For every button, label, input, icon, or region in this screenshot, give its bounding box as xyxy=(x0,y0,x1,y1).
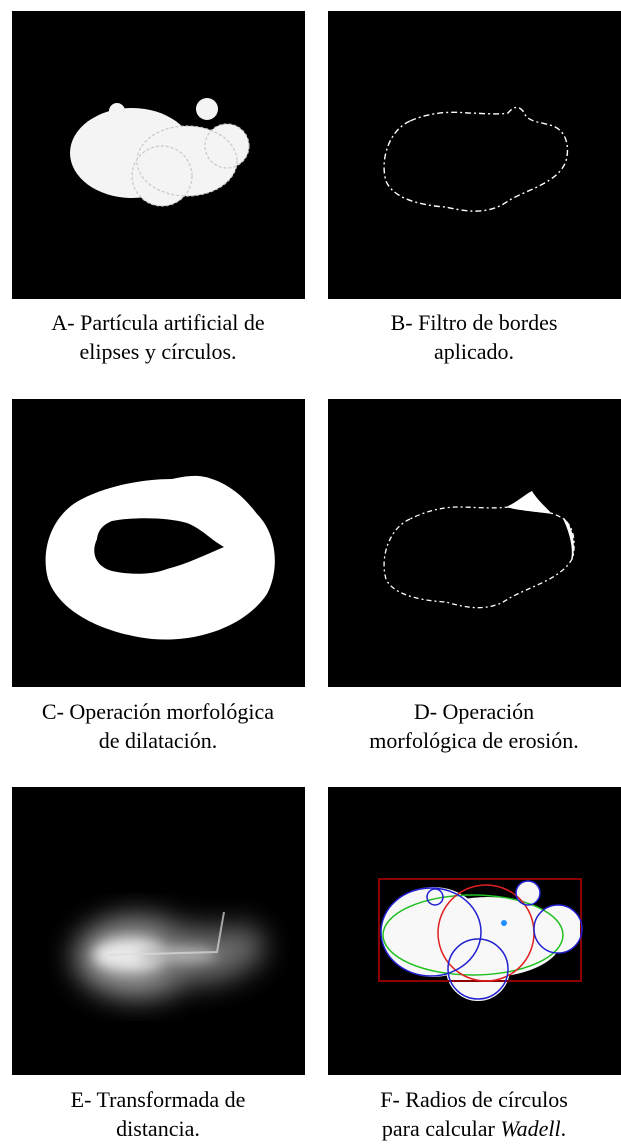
caption-b: B- Filtro de bordes aplicado. xyxy=(390,310,558,364)
small-circle-top-right xyxy=(196,98,218,120)
corner-circles xyxy=(380,880,583,1000)
centroid-dot xyxy=(501,920,507,926)
edges-image xyxy=(383,106,569,212)
panel-c-dilation xyxy=(12,399,305,687)
bottom-circle xyxy=(132,146,192,206)
eroded-edge-outline xyxy=(383,506,575,609)
eroded-blob xyxy=(506,491,552,514)
panel-e-distance-transform xyxy=(12,787,305,1075)
particle-edge-outline xyxy=(383,106,569,212)
caption-c: C- Operación morfológica de dilatación. xyxy=(41,699,275,753)
skeleton-line xyxy=(106,911,225,956)
small-circle-top-left xyxy=(109,103,125,119)
wadell-image xyxy=(378,878,583,1001)
caption-f: F- Radios de círculos para calcular Wade… xyxy=(380,1087,568,1141)
caption-a: A- Partícula artificial de elipses y cír… xyxy=(51,310,265,364)
panel-a-artificial-particle xyxy=(12,11,305,299)
caption-e: E- Transformada de distancia. xyxy=(70,1087,246,1141)
fitted-ellipse xyxy=(382,894,564,976)
particle-image xyxy=(70,98,250,207)
caption-d: D- Operación morfológica de erosión. xyxy=(369,699,579,753)
erosion-image xyxy=(383,491,575,609)
panel-b-edge-filter xyxy=(328,11,621,299)
panel-d-erosion xyxy=(328,399,621,687)
particle-fill xyxy=(381,881,582,1001)
right-circle xyxy=(205,124,249,168)
distance-image xyxy=(75,911,264,997)
panel-f-wadell-circles xyxy=(328,787,621,1075)
ring-hole xyxy=(94,518,224,574)
dilation-image xyxy=(45,475,275,640)
